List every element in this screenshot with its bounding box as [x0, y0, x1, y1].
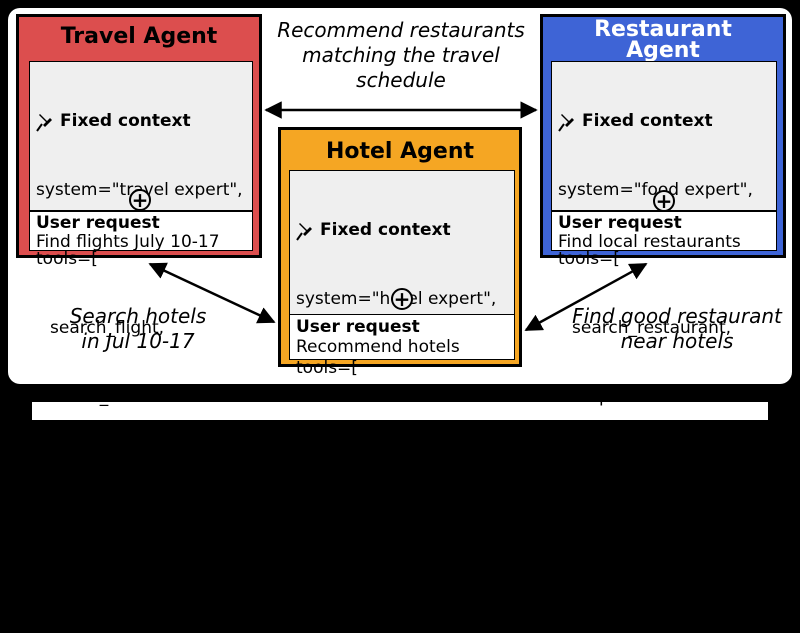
hotel-context-header: Fixed context — [296, 219, 508, 242]
restaurant-request-text: Find local restaurants — [558, 232, 741, 252]
restaurant-agent-title: Restaurant Agent — [543, 17, 783, 63]
hotel-tools-line: tools=[ — [296, 358, 358, 378]
caption-top: Recommend restaurants matching the trave… — [266, 18, 536, 93]
travel-agent-title: Travel Agent — [60, 24, 218, 49]
restaurant-tool-2: maps — [572, 387, 619, 407]
hotel-user-request: User request Recommend hotels — [289, 314, 515, 360]
arrow-travel-hotel — [148, 262, 276, 324]
hotel-request-label: User request — [296, 317, 420, 337]
restaurant-user-request: User request Find local restaurants — [551, 211, 777, 252]
travel-request-text: Find flights July 10-17 — [36, 232, 220, 252]
caption-right-line2: near hotels — [620, 329, 734, 353]
pushpin-icon — [36, 113, 52, 132]
travel-user-request: User request Find flights July 10-17 — [29, 211, 253, 252]
travel-fixed-context: Fixed context system="travel expert", to… — [29, 61, 253, 476]
restaurant-title-line2: Agent — [626, 38, 700, 63]
connector-arrows — [148, 101, 648, 332]
restaurant-agent-box: Restaurant Agent Fixed context system="f… — [540, 14, 786, 476]
circled-plus-icon: + — [653, 190, 675, 212]
restaurant-request-label: User request — [558, 213, 682, 233]
hotel-agent-title: Hotel Agent — [325, 139, 475, 164]
pushpin-icon — [296, 222, 312, 241]
travel-context-label: Fixed context — [60, 111, 191, 131]
bottom-strip — [32, 402, 768, 420]
caption-top-line2: matching the travel — [302, 43, 500, 67]
hotel-context-label: Fixed context — [320, 220, 451, 240]
hotel-tool-1: search_hotel, — [310, 427, 424, 447]
restaurant-context-header: Fixed context — [558, 110, 770, 133]
travel-context-header: Fixed context — [36, 110, 246, 133]
hotel-agent-box: Hotel Agent Fixed context system="hotel … — [278, 127, 522, 585]
hotel-request-text: Recommend hotels — [296, 337, 460, 357]
restaurant-tools-close: ] — [558, 456, 565, 476]
travel-agent-box: Travel Agent Fixed context system="trave… — [16, 14, 262, 476]
restaurant-fixed-context: Fixed context system="food expert", tool… — [551, 61, 777, 476]
hotel-system-line: system="hotel expert", — [296, 289, 497, 309]
travel-tools-line: tools=[ — [36, 249, 98, 269]
travel-request-label: User request — [36, 213, 160, 233]
hotel-tool-2: reviews — [310, 496, 376, 516]
caption-top-line1: Recommend restaurants — [277, 18, 525, 42]
caption-left-line2: in Jul 10-17 — [81, 329, 195, 353]
restaurant-title-line1: Restaurant — [594, 17, 732, 42]
pushpin-icon — [558, 113, 574, 132]
restaurant-system-line: system="food expert", — [558, 180, 753, 200]
circled-plus-icon: + — [391, 288, 413, 310]
hotel-tools-close: ] — [296, 565, 303, 585]
travel-tool-2: check_calendar — [50, 387, 183, 407]
arrow-hotel-restaurant — [524, 262, 648, 332]
caption-left: Search hotels in Jul 10-17 — [38, 304, 238, 354]
caption-top-line3: schedule — [356, 68, 446, 92]
restaurant-context-label: Fixed context — [582, 111, 713, 131]
travel-tools-close: ] — [36, 456, 43, 476]
circled-plus-icon: + — [129, 189, 151, 211]
travel-tool-1: search_flight, — [50, 318, 165, 338]
